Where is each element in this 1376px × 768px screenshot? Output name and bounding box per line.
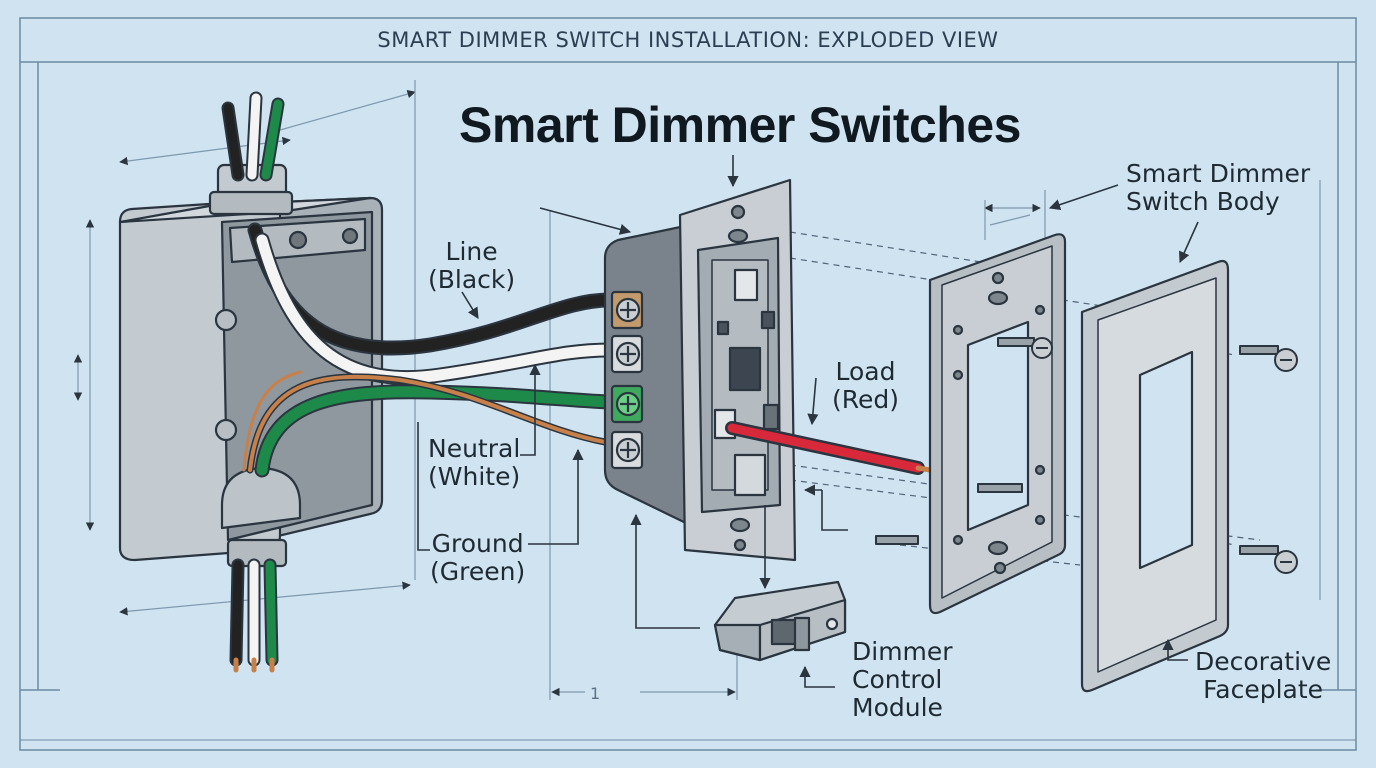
switch-body [603, 178, 797, 562]
label-faceplate-line2: Faceplate [1203, 675, 1324, 704]
load-wire [725, 421, 933, 475]
label-faceplate: Decorative Faceplate [1195, 648, 1331, 704]
header-title: SMART DIMMER SWITCH INSTALLATION: EXPLOD… [377, 28, 999, 52]
incoming-wires-top [221, 91, 285, 182]
label-ground-color: (Green) [430, 557, 526, 586]
terminal-screws [610, 290, 644, 470]
label-load-color: (Red) [832, 385, 900, 414]
label-load-text: Load [835, 357, 896, 386]
label-neutral-color: (White) [428, 462, 521, 491]
label-load-red: Load (Red) [832, 358, 899, 414]
leader-lines [417, 155, 1199, 688]
label-dimmer-module-line1: Dimmer [852, 637, 953, 666]
label-dimmer-module-line2: Control [852, 665, 943, 694]
label-dimmer-module: Dimmer Control Module [852, 638, 953, 722]
label-ground-text: Ground [431, 529, 524, 558]
label-line-color: (Black) [428, 265, 516, 294]
label-switch-body: Smart Dimmer Switch Body [1126, 160, 1310, 216]
label-ground-green: Ground (Green) [430, 530, 525, 586]
dimension-marker: 1 [590, 684, 601, 703]
main-title: Smart Dimmer Switches [459, 97, 1021, 153]
mounting-screws [875, 337, 1298, 574]
label-dimmer-module-line3: Module [852, 693, 943, 722]
decorative-faceplate [1080, 259, 1230, 693]
incoming-wires-bottom [229, 558, 279, 673]
label-switch-body-line2: Switch Body [1126, 187, 1280, 216]
label-faceplate-line1: Decorative [1195, 647, 1332, 676]
label-switch-body-line1: Smart Dimmer [1126, 159, 1311, 188]
label-neutral-white: Neutral (White) [428, 435, 520, 491]
label-line-black: Line (Black) [428, 238, 515, 294]
dimmer-module [713, 580, 847, 662]
label-neutral-text: Neutral [428, 434, 521, 463]
wire-harness [242, 222, 618, 478]
label-line-text: Line [445, 237, 498, 266]
blueprint-frame [19, 17, 1357, 751]
wall-plate [928, 233, 1067, 615]
